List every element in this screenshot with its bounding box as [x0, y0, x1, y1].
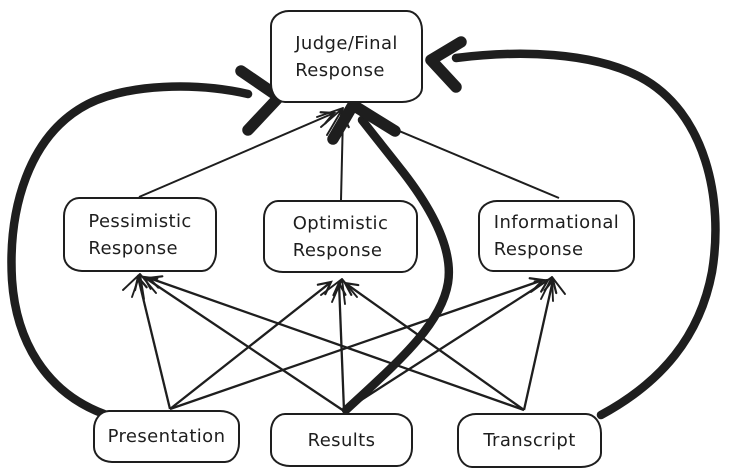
node-label: Transcript — [483, 430, 576, 451]
arrowhead-right-big — [425, 36, 467, 93]
node-judge-final-response: Judge/Final Response — [270, 10, 423, 103]
edge-presentation-to-optimistic — [169, 280, 333, 410]
node-label: Informational Response — [493, 212, 620, 260]
edge-transcript-to-informational — [522, 277, 558, 411]
node-pessimistic-response: Pessimistic Response — [63, 197, 217, 272]
arrowhead-scratches-optimistic — [320, 278, 358, 305]
edge-transcript-to-judge-thick — [451, 49, 720, 420]
node-results: Results — [270, 413, 413, 467]
edge-presentation-to-informational — [169, 277, 546, 411]
arrowhead-middle-big — [327, 99, 401, 145]
arrowhead-scratches-pessimistic — [122, 273, 157, 300]
node-label: Optimistic Response — [292, 212, 389, 261]
edge-pessimistic-to-judge — [138, 111, 337, 198]
edge-presentation-to-judge-thick — [7, 82, 253, 419]
node-label: Pessimistic Response — [88, 210, 192, 259]
node-label: Results — [307, 429, 376, 451]
node-label: Judge/Final Response — [295, 32, 398, 81]
arrowhead-scratches-judge — [316, 107, 344, 142]
edge-results-to-optimistic — [332, 280, 347, 412]
node-optimistic-response: Optimistic Response — [263, 200, 418, 273]
node-informational-response: Informational Response — [478, 200, 635, 272]
edge-results-to-informational — [343, 278, 551, 412]
edge-results-to-pessimistic — [141, 275, 345, 412]
edge-transcript-to-optimistic — [342, 281, 525, 411]
node-transcript: Transcript — [457, 413, 602, 468]
node-label: Presentation — [107, 426, 226, 447]
edge-results-to-judge-thick — [341, 115, 454, 415]
arrowhead-scratches-informational — [530, 276, 566, 302]
node-presentation: Presentation — [93, 410, 240, 463]
edge-transcript-to-pessimistic — [146, 275, 525, 412]
